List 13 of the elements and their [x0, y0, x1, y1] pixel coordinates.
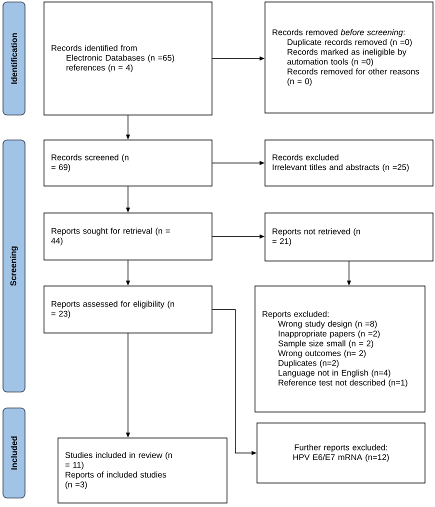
phase-label: Screening — [2, 140, 26, 392]
phase-label: Included — [2, 408, 26, 498]
process-box: Records screened (n = 69) — [44, 140, 212, 186]
process-box: Records excluded Irrelevant titles and abstracts (n =25) — [264, 140, 434, 186]
process-box: Records identified from Electronic Databases (n =65) references (n = 4) — [44, 2, 212, 116]
process-box: Reports assessed for eligibility (n = 23) — [44, 286, 212, 334]
process-box: Records removed before screening: Duplicate records removed (n =0) Records marked as ineligible by automation tools (n =0) Records removed for other reasons (n = 0) — [264, 2, 434, 114]
phase-label: Identification — [2, 2, 26, 116]
process-box: Reports not retrieved (n = 21) — [264, 212, 434, 262]
process-box: Reports sought for retrieval (n = 44) — [44, 212, 212, 260]
process-box: Reports excluded: Wrong study design (n =8) Inappropriate papers (n =2) Sample size small (n = 2) Wrong outcomes (n= 2) Duplicates (n=2) Language not in English (n=4) Reference test not described (n=1) — [254, 286, 426, 412]
process-box: Studies included in review (n = 11) Reports of included studies (n =3) — [58, 438, 228, 504]
process-box: Further reports excluded: HPV E6/E7 mRNA (n=12) — [256, 422, 426, 484]
